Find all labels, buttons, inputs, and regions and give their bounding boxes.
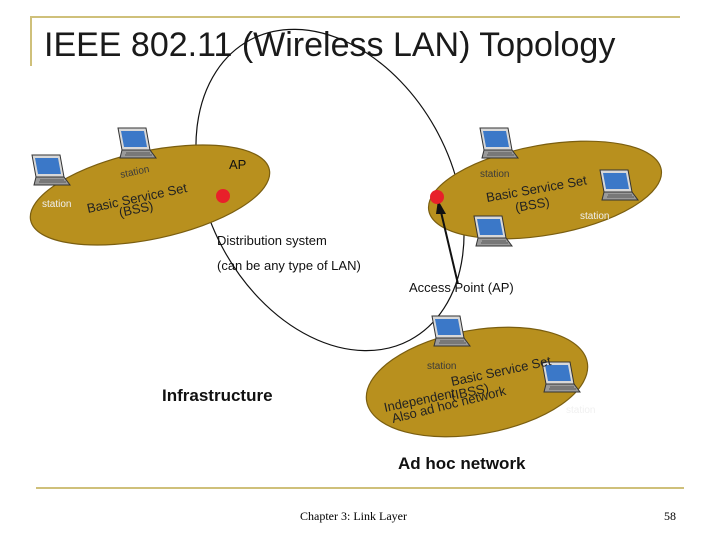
slide-title: IEEE 802.11 (Wireless LAN) Topology — [44, 26, 616, 64]
access-point-label: Access Point (AP) — [409, 280, 514, 295]
right-bss-abbrev: (BSS) — [514, 194, 551, 215]
adhoc-ibss-cell — [365, 326, 589, 438]
left-rule — [30, 16, 32, 66]
station-label: station — [580, 211, 609, 222]
ap-label: AP — [229, 157, 246, 172]
page-number: 58 — [664, 509, 676, 523]
bottom-rule — [36, 487, 684, 489]
station-label: station — [566, 405, 595, 416]
top-rule — [30, 16, 680, 18]
distribution-system-ellipse — [195, 28, 465, 352]
distribution-system-sublabel: (can be any type of LAN) — [217, 258, 361, 273]
station-label: station — [42, 199, 71, 210]
footer-text: Chapter 3: Link Layer — [300, 509, 407, 523]
access-point-arrow — [440, 211, 459, 285]
laptop-icon — [117, 127, 157, 159]
left-bss-abbrev: (BSS) — [118, 198, 155, 220]
station-label: station — [427, 361, 456, 372]
ap-dot-left — [216, 189, 230, 203]
adhoc-network-label: Ad hoc network — [398, 454, 526, 473]
station-label: station — [480, 169, 509, 180]
infrastructure-label: Infrastructure — [162, 386, 273, 405]
ap-dot-right — [430, 190, 444, 204]
distribution-system-label: Distribution system — [217, 233, 327, 248]
right-bss-cell — [427, 140, 663, 240]
laptop-icon — [479, 127, 519, 159]
laptop-icon — [31, 154, 71, 186]
